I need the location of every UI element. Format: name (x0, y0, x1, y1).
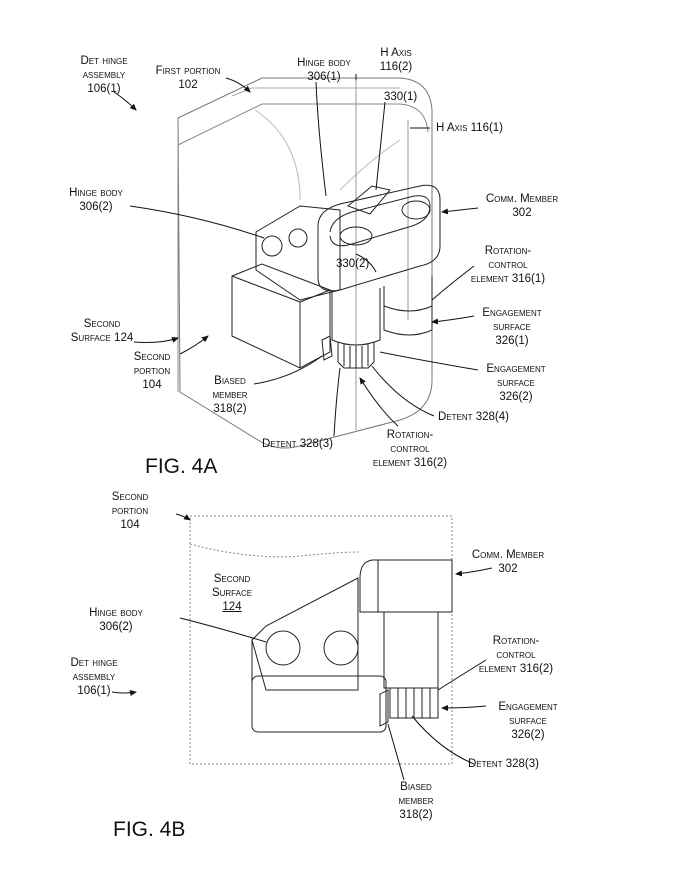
hinge-hole-2 (288, 228, 308, 248)
label-engagement-surface-326-2: Engagement surface 326(2) (486, 363, 546, 403)
label-330-2: 330(2) (336, 258, 370, 270)
label-engagement-surface-326-2: Engagement surface 326(2) (498, 701, 558, 741)
label-hinge-body-306-2: Hinge body 306(2) (89, 607, 143, 633)
fig-4a-drawing (113, 74, 479, 449)
first-portion-outline (177, 77, 433, 449)
label-second-surface-124: Second Surface 124 (70, 318, 134, 344)
label-detent-328-3: Detent 328(3) (262, 438, 333, 450)
biased-member (379, 689, 389, 727)
hinge-body-plate (251, 577, 359, 691)
rotation-control-316-2 (383, 611, 439, 689)
surface-contour (189, 543, 361, 558)
label-330-1: 330(1) (384, 91, 418, 103)
label-detent-328-4: Detent 328(4) (438, 411, 509, 423)
label-first-portion: First portion 102 (155, 65, 221, 91)
hinge-body-306-1 (347, 185, 391, 215)
label-det-hinge-assembly: Det hinge assembly 106(1) (70, 657, 118, 697)
label-rotation-control-316-2: Rotation- control element 316(2) (478, 635, 554, 675)
label-h-axis-116-2: H Axis 116(2) (379, 47, 413, 73)
fig-4a-caption: FIG. 4A (145, 455, 218, 478)
portion-seam-line-2 (231, 87, 400, 97)
hinge-hole-2 (323, 630, 359, 666)
label-hinge-body-306-1: Hinge body 306(1) (297, 57, 351, 83)
rotation-control-316-1 (383, 276, 433, 336)
label-second-surface: Second Surface (211, 573, 253, 599)
label-detent-328-3: Detent 328(3) (468, 758, 539, 770)
label-hinge-body-306-2: Hinge body 306(2) (69, 187, 123, 213)
second-surface-block (231, 263, 331, 369)
label-biased-member-318-2: Biased member 318(2) (212, 375, 248, 415)
label-engagement-surface-326-1: Engagement surface 326(1) (482, 307, 542, 347)
portion-seam-line (177, 103, 429, 146)
label-comm-member-302: Comm. Member 302 (485, 193, 559, 219)
biased-member (321, 335, 333, 361)
fig-4b-drawing (111, 513, 493, 781)
label-biased-member-318-2: Biased member 318(2) (398, 781, 434, 821)
label-h-axis-116-1: H Axis 116(1) (436, 122, 504, 134)
label-rotation-control-316-2: Rotation- control element 316(2) (372, 429, 448, 469)
hinge-hole (265, 630, 301, 666)
comm-member-302 (377, 559, 453, 613)
label-rotation-control-316-1: Rotation- control element 316(1) (470, 245, 546, 285)
lower-block (251, 675, 387, 733)
fig-4b-caption: FIG. 4B (113, 818, 186, 841)
comm-member-302 (317, 184, 441, 292)
second-portion-outline (189, 515, 453, 765)
label-det-hinge-assembly: Det hinge assembly 106(1) (80, 55, 128, 95)
label-second-portion-104: Second portion 104 (133, 351, 171, 391)
hinge-body-306-2 (255, 205, 341, 301)
label-second-portion-104: Second portion 104 (111, 491, 149, 531)
label-comm-member-302: Comm. Member 302 (471, 549, 545, 575)
rotation-control-316-2 (331, 288, 381, 346)
hinge-hole (261, 235, 283, 257)
label-second-surface-ref-124: 124 (222, 601, 242, 613)
